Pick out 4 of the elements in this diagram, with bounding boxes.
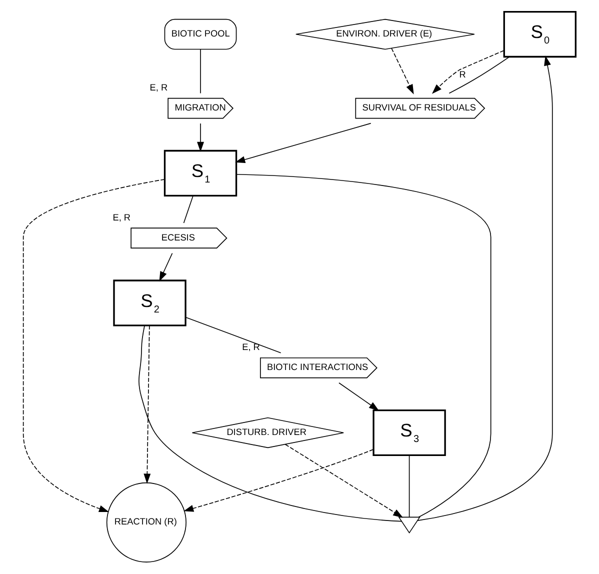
node-label: E, R	[112, 212, 131, 222]
node-label: E, R	[150, 82, 168, 93]
node-label: E, R	[242, 342, 260, 352]
edge-label: R	[459, 69, 466, 80]
